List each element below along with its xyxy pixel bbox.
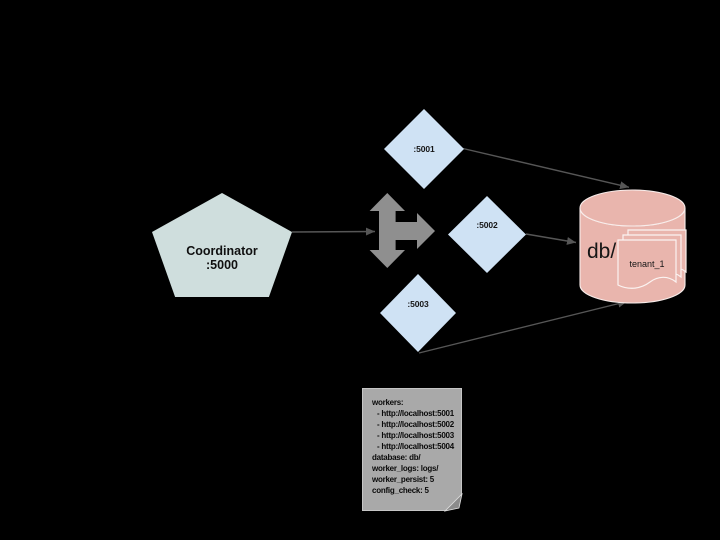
- config-line: workers:: [372, 398, 404, 407]
- config-line: - http://localhost:5002: [377, 420, 454, 429]
- connector-worker5003-to-database: [418, 299, 628, 354]
- config-line: - http://localhost:5003: [377, 431, 454, 440]
- tenant-document-stack: [617, 229, 687, 289]
- cylinder-top: [579, 189, 686, 227]
- right-arrow: [387, 213, 435, 249]
- config-line: worker_logs: logs/: [372, 464, 439, 473]
- tenant-document-label: tenant_1: [629, 259, 665, 269]
- config-line: database: db/: [372, 453, 421, 462]
- config-note: workers: - http://localhost:5001 - http:…: [362, 388, 462, 511]
- config-line: - http://localhost:5001: [377, 409, 454, 418]
- document-front: [617, 239, 677, 289]
- connector-coordinator-to-distributor: [291, 227, 376, 236]
- config-line: worker_persist: 5: [372, 475, 435, 484]
- config-line: config_check: 5: [372, 486, 429, 495]
- distribution-arrows-icon: [369, 193, 435, 268]
- worker-label: :5002: [476, 219, 498, 230]
- connector-worker5001-to-database: [462, 147, 630, 190]
- coordinator-port: :5000: [206, 258, 238, 272]
- worker-label: :5003: [407, 299, 429, 309]
- worker-label: :5001: [413, 144, 435, 154]
- folded-corner-icon: [444, 493, 463, 512]
- coordinator-name: Coordinator: [186, 244, 258, 258]
- connector-worker5002-to-database: [525, 233, 577, 245]
- config-line: - http://localhost:5004: [377, 442, 454, 451]
- database-label: db/: [587, 240, 617, 263]
- database-cylinder: [579, 189, 687, 304]
